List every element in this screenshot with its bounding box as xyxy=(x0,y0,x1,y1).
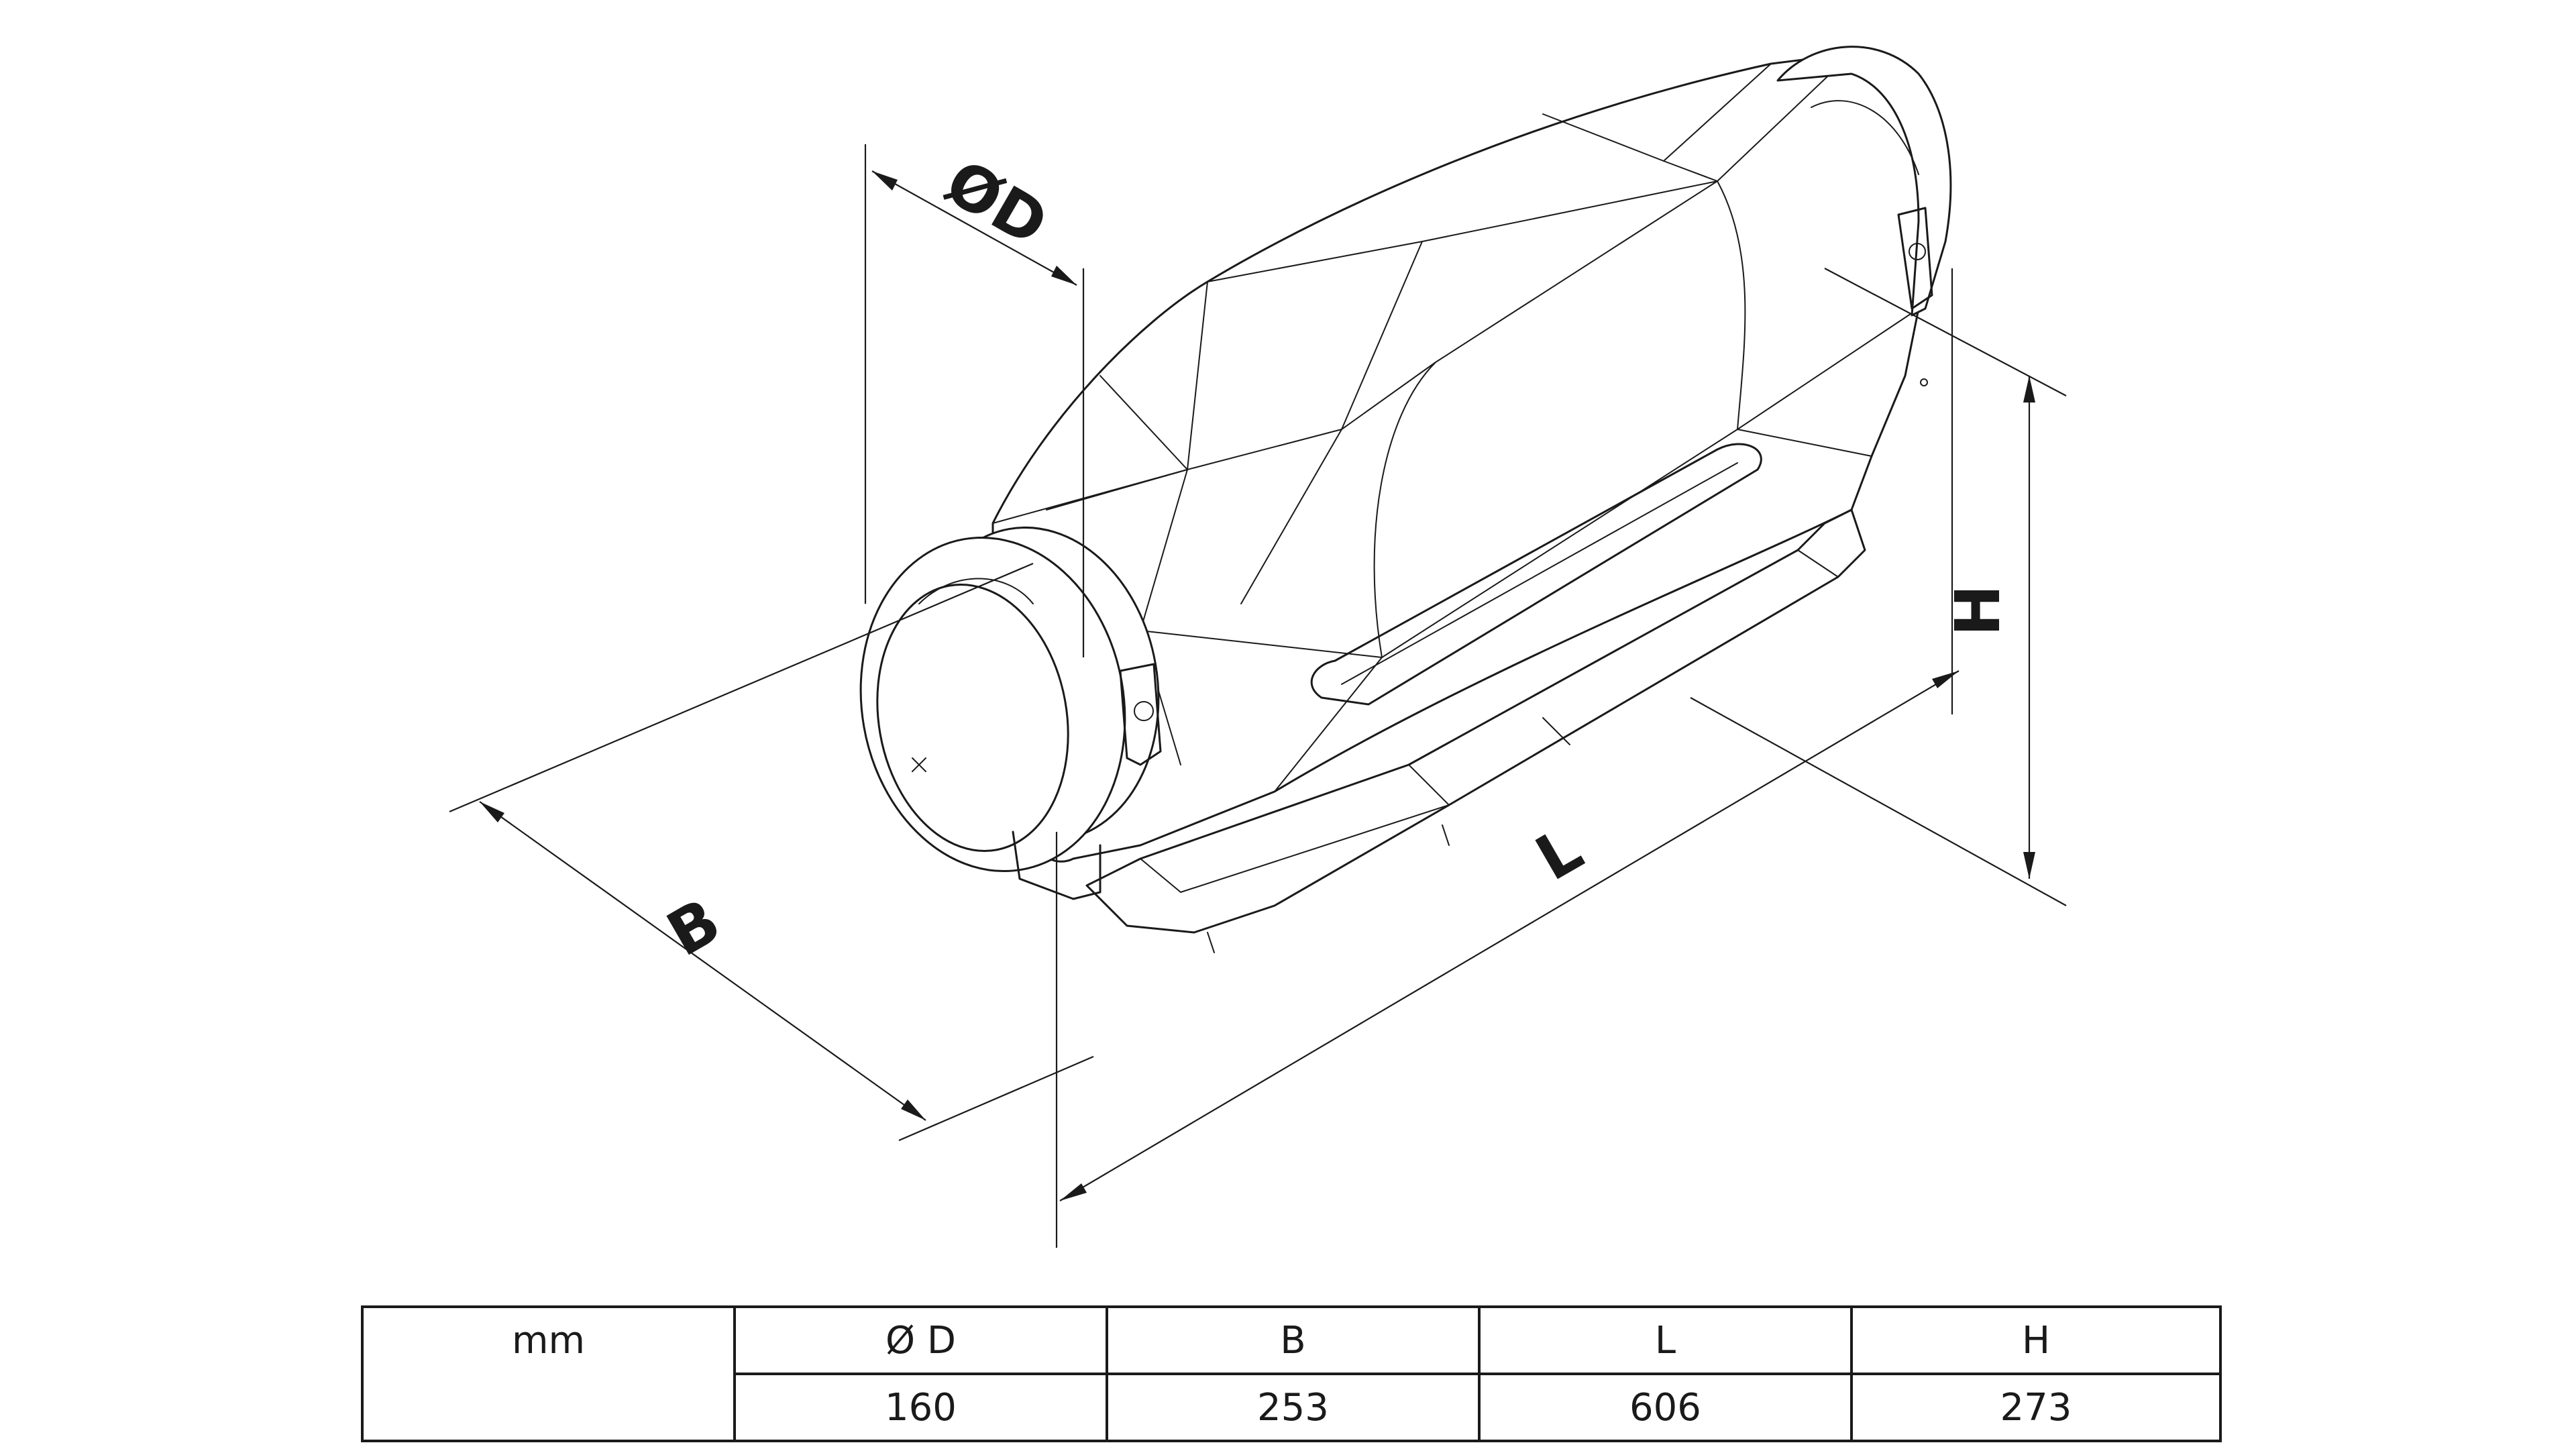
dimension-d xyxy=(864,144,1085,657)
dimension-d-label: ØD xyxy=(934,146,1059,260)
header-h: H xyxy=(1850,1305,2222,1375)
fan-dimension-drawing: ØD B L H xyxy=(449,46,2067,1248)
table-header-row: mm Ø D B L H xyxy=(361,1305,2222,1442)
value-l: 606 xyxy=(1478,1373,1853,1442)
dimension-l-label: L xyxy=(1524,813,1594,895)
inline-duct-fan xyxy=(859,46,1952,953)
dimension-h xyxy=(1951,268,2035,879)
header-diameter: Ø D xyxy=(733,1305,1108,1375)
header-l: L xyxy=(1478,1305,1853,1375)
unit-cell: mm xyxy=(361,1305,736,1442)
dimension-b-label: B xyxy=(655,885,732,971)
value-h: 273 xyxy=(1850,1373,2222,1442)
value-diameter: 160 xyxy=(733,1373,1108,1442)
header-b: B xyxy=(1106,1305,1481,1375)
dimension-b xyxy=(449,562,1094,1142)
value-b: 253 xyxy=(1106,1373,1481,1442)
dimension-h-label: H xyxy=(1942,585,2014,637)
dimensions-table: mm Ø D B L H 160 253 606 273 xyxy=(361,1305,2222,1442)
table-value-row: 160 253 606 273 xyxy=(362,1373,2222,1442)
